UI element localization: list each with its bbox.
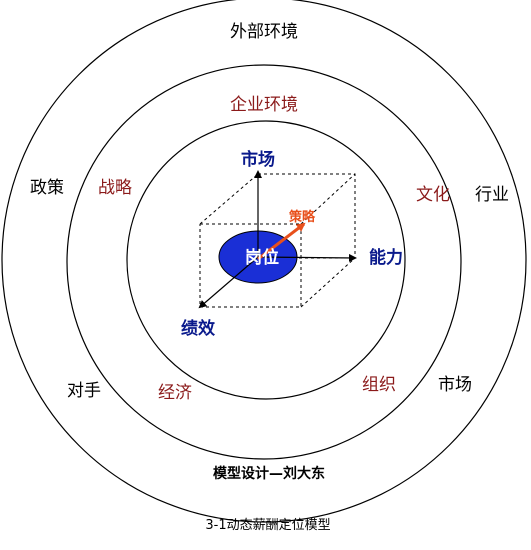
axis-down-left-arrow: [198, 256, 259, 309]
core-label-down-left: 绩效: [181, 318, 215, 339]
axis-right-arrow: [257, 253, 357, 262]
middle-ring: [66, 64, 462, 460]
center-label: 岗位: [245, 247, 279, 268]
middle-label-bottom-right: 组织: [362, 375, 396, 395]
outer-ring: [1, 0, 527, 523]
core-label-strategy: 策略: [289, 209, 316, 225]
middle-label-left: 战略: [98, 178, 132, 198]
inner-ring: [126, 120, 406, 400]
outer-label-bottom-left: 对手: [67, 381, 101, 401]
outer-label-bottom-right: 市场: [438, 375, 472, 395]
middle-label-right: 文化: [416, 185, 450, 205]
core-label-right: 能力: [369, 247, 403, 268]
outer-label-right: 行业: [475, 185, 509, 205]
strategy-arrow: [257, 222, 306, 261]
core-label-up: 市场: [241, 149, 275, 170]
middle-label-bottom-left: 经济: [158, 383, 192, 403]
outer-label-left: 政策: [30, 178, 64, 198]
model-credit: 模型设计—刘大东: [213, 465, 325, 482]
figure-caption: 3-1动态薪酬定位模型: [205, 518, 330, 533]
middle-label-top: 企业环境: [230, 95, 298, 115]
outer-label-top: 外部环境: [230, 22, 298, 42]
